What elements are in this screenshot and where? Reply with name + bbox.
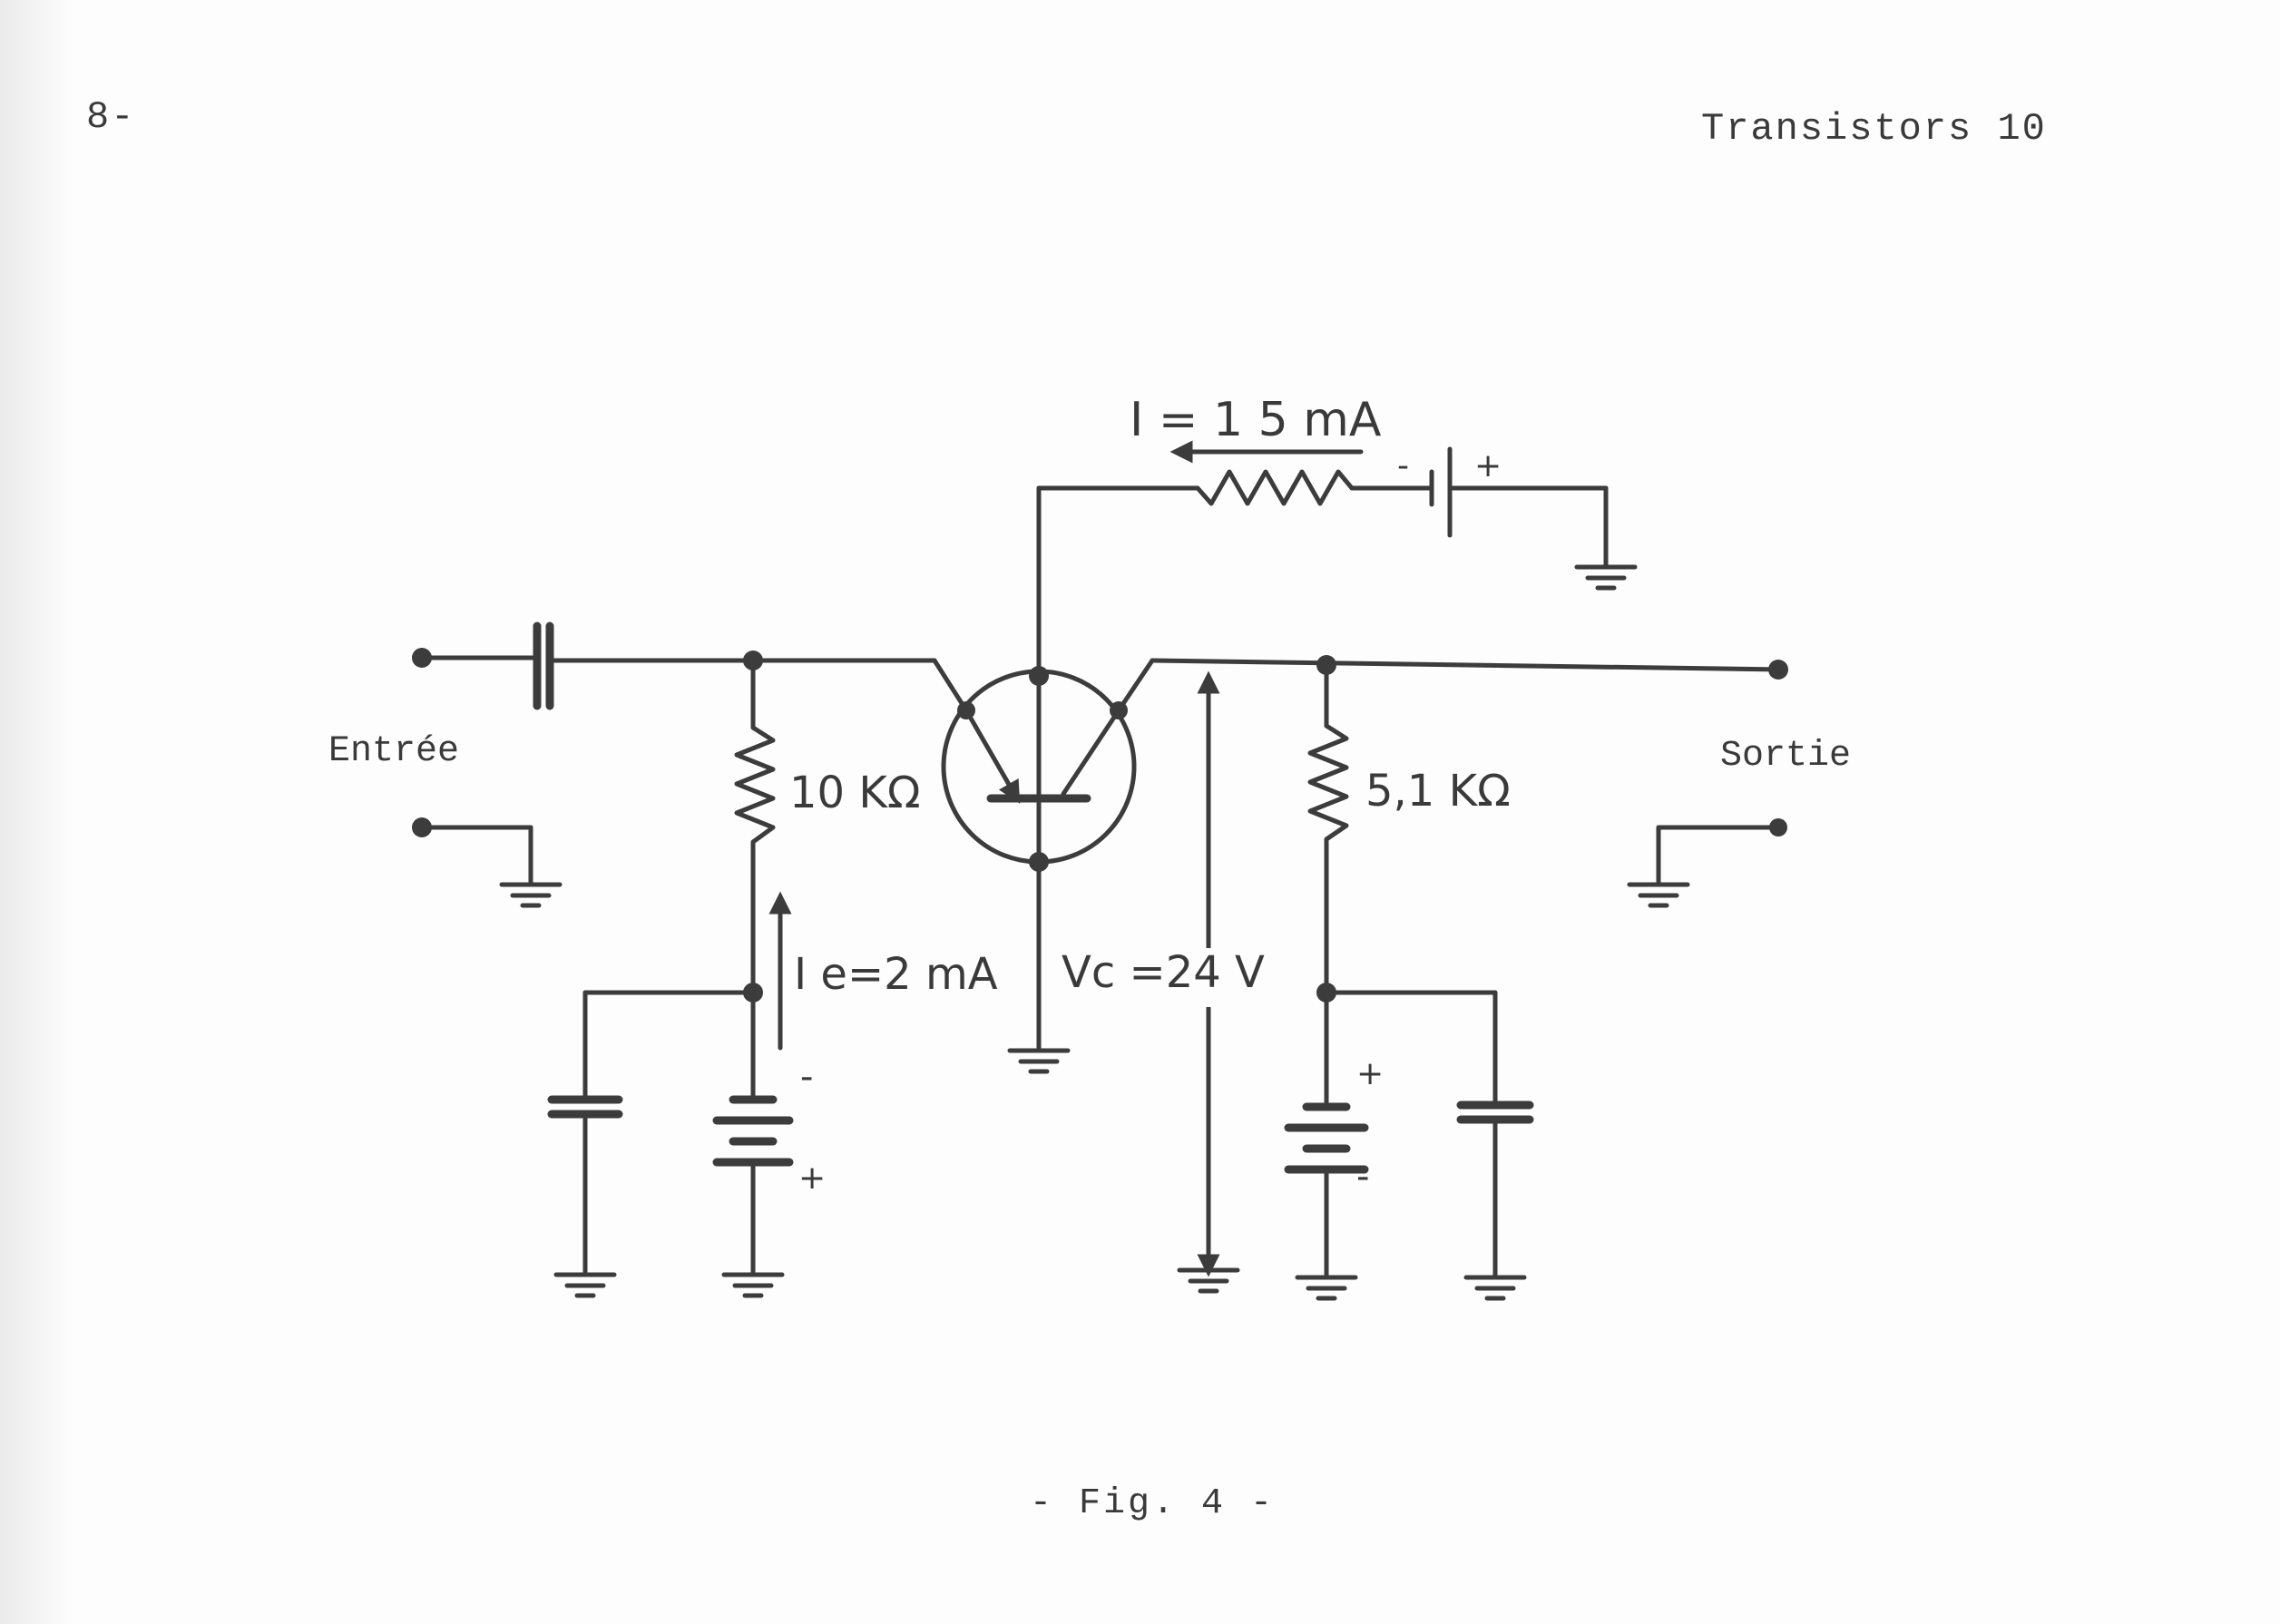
figure-caption: - Fig. 4 - [1030,1483,1276,1524]
emitter-battery-plus: + [798,1159,826,1197]
collector-battery-minus: - [1397,447,1409,484]
collector-resistor [1307,662,1349,874]
emitter-bypass-capacitor [547,1095,623,1277]
ground-symbol [1295,1275,1358,1301]
output-label: Sortie [1720,736,1851,777]
scan-edge-shade [0,0,73,1624]
collector-supply-resistor [1195,469,1355,506]
ground-symbol [1177,1267,1240,1294]
emitter-resistor [734,658,776,874]
output-battery [1284,1102,1369,1280]
output-battery-minus: - [1356,1156,1369,1198]
output-bypass-capacitor [1456,1101,1534,1280]
ground-symbol [1574,564,1638,591]
ground-symbol [1007,1048,1071,1074]
running-title: Transistors 10 [1701,107,2047,151]
input-label: Entrée [328,731,459,772]
page-number: 8- [86,95,136,139]
collector-resistor-label: 5,1 KΩ [1365,766,1511,817]
transistor [941,666,1137,872]
emitter-battery-minus: - [800,1056,813,1098]
output-battery-plus: + [1356,1055,1384,1092]
ground-symbol [721,1272,785,1298]
emitter-resistor-label: 10 KΩ [789,768,921,818]
collector-current-label: I = 1 5 mA [1130,393,1382,447]
collector-battery-plus: + [1474,447,1502,484]
ground-symbol [499,882,563,908]
ground-symbol [1627,882,1690,908]
input-terminals [412,648,540,887]
ground-symbol [553,1272,617,1298]
ground-symbol [1463,1275,1527,1301]
emitter-battery [712,1095,794,1277]
collector-supply-battery [1429,446,1453,538]
emitter-current-label: I e=2 mA [794,949,998,1000]
input-capacitor [533,621,554,710]
collector-voltage-label: Vc =24 V [1062,947,1265,998]
output-terminals [1656,818,1787,887]
